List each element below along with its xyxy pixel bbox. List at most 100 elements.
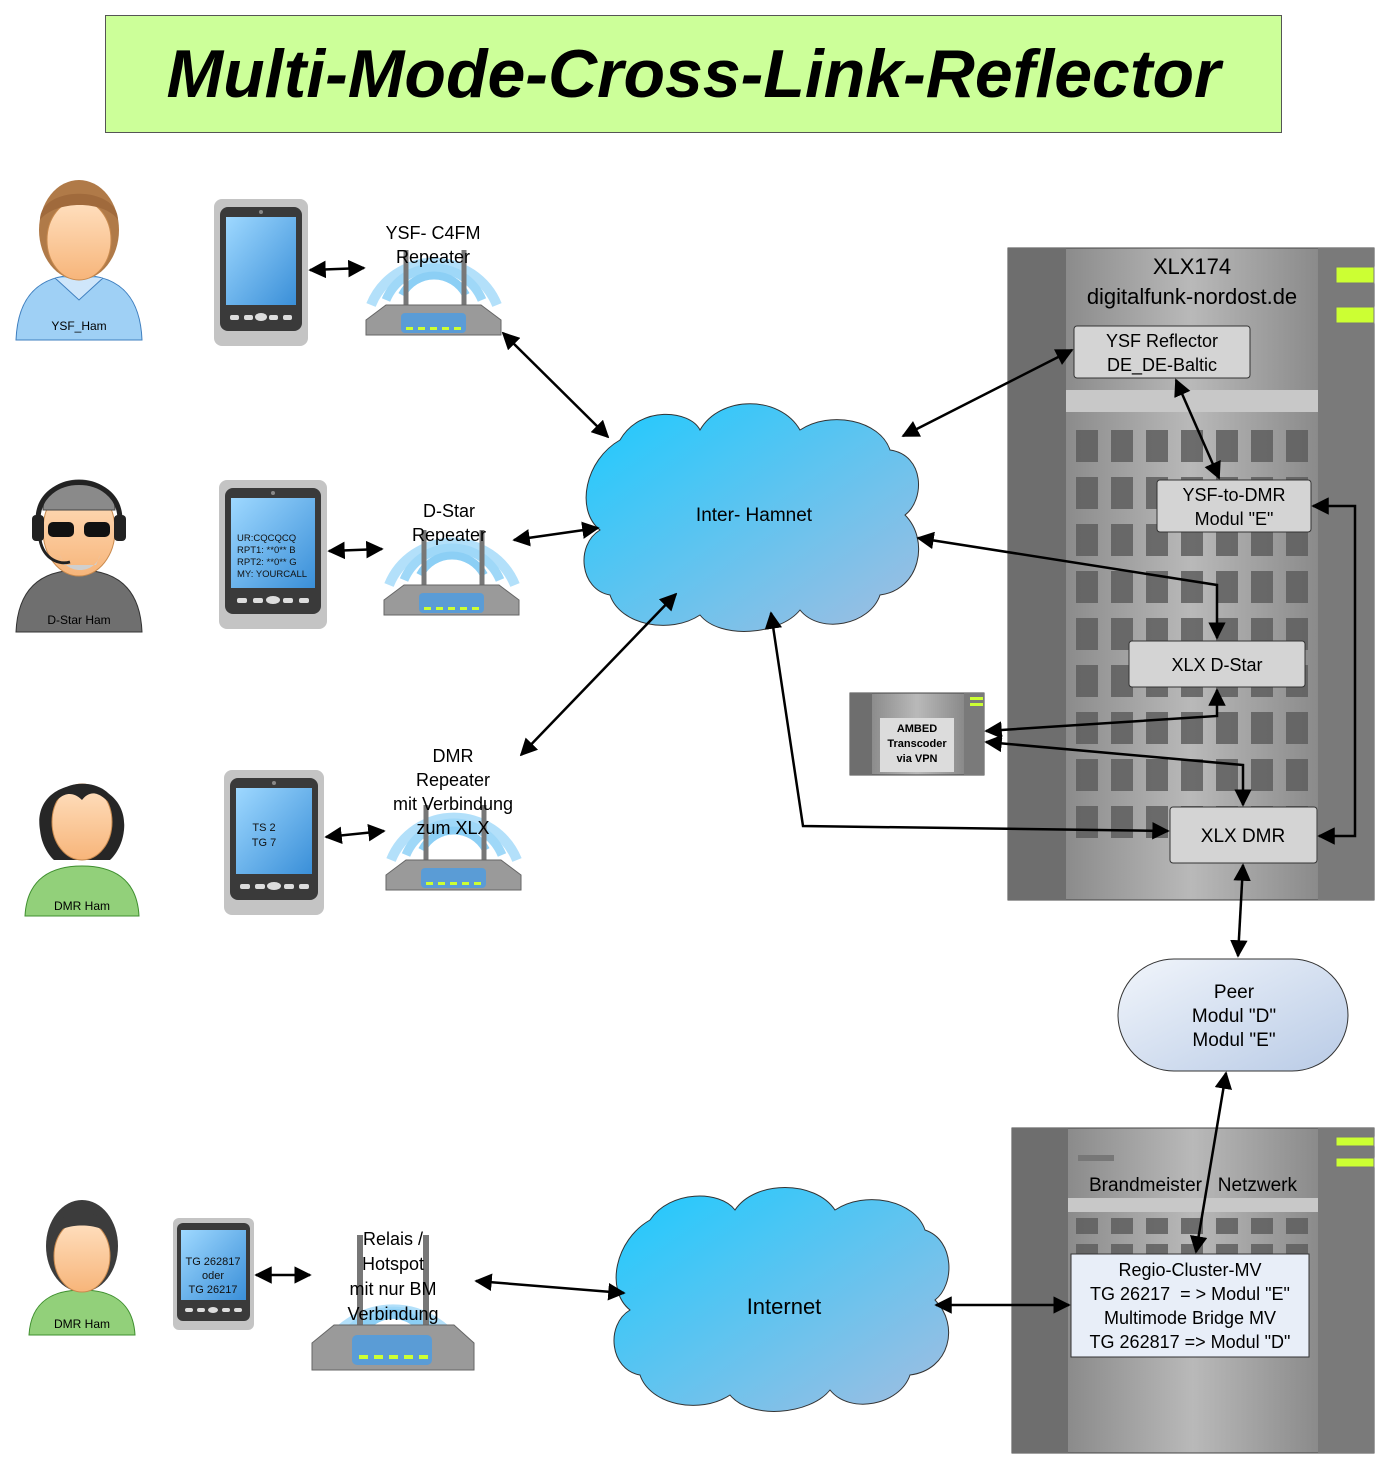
server-window xyxy=(1111,477,1133,509)
xlx-dmr-box: XLX DMR xyxy=(1169,806,1318,864)
dmr2-ham-user: DMR Ham xyxy=(28,1200,136,1336)
server-window xyxy=(1076,524,1098,556)
relais-line2: Hotspot xyxy=(362,1254,424,1274)
link-relais-internet xyxy=(474,1273,626,1301)
dmr2-screen-line1: TG 262817 xyxy=(185,1256,240,1268)
dmr-ham-user: DMR Ham xyxy=(24,783,140,917)
peer-line3: Modul "E" xyxy=(1192,1030,1275,1051)
ambed-line3: via VPN xyxy=(897,753,938,765)
ysf-repeater xyxy=(365,250,502,336)
dmr2-ham-label: DMR Ham xyxy=(54,1317,110,1331)
ysf-to-dmr-line1: YSF-to-DMR xyxy=(1183,485,1286,505)
dstar-repeater xyxy=(383,530,520,616)
status-led xyxy=(1335,1157,1375,1168)
server-window xyxy=(1251,430,1273,462)
server-window xyxy=(1286,1218,1308,1234)
server-window xyxy=(1251,712,1273,744)
link-ysf-phone-repeater xyxy=(308,259,366,279)
server-window xyxy=(1286,712,1308,744)
server-window xyxy=(1146,712,1168,744)
dstar-screen-line1: UR:CQCQCQ xyxy=(237,533,296,544)
dmr-repeater-line1: DMR xyxy=(433,746,474,766)
dmr2-handset: TG 262817 oder TG 26217 xyxy=(173,1218,254,1330)
relais-line4: Verbindung xyxy=(347,1304,438,1324)
server-window xyxy=(1076,759,1098,791)
server-window xyxy=(1216,1218,1238,1234)
dstar-ham-user: D-Star Ham xyxy=(15,479,143,633)
link-hamnet-ysf-reflector xyxy=(901,348,1074,438)
relais-hotspot xyxy=(311,1235,475,1371)
server-window xyxy=(1216,712,1238,744)
server-window xyxy=(1146,1218,1168,1234)
hamnet-cloud: Inter- Hamnet xyxy=(583,403,920,632)
link-ysf-reflector-ysf-to-dmr xyxy=(1174,378,1221,480)
status-led xyxy=(1335,266,1375,284)
internet-cloud: Internet xyxy=(613,1187,950,1412)
ambed-line2: Transcoder xyxy=(887,738,947,750)
dstar-screen-line4: MY: YOURCALL xyxy=(237,569,307,580)
server-window xyxy=(1111,712,1133,744)
relais-line1: Relais / xyxy=(363,1229,423,1249)
title-banner: Multi-Mode-Cross-Link-Reflector xyxy=(105,15,1282,133)
relais-line3: mit nur BM xyxy=(349,1279,436,1299)
server-window xyxy=(1076,665,1098,697)
dmr-ham-label: DMR Ham xyxy=(54,899,110,913)
internet-label: Internet xyxy=(747,1294,822,1319)
server-window xyxy=(1146,430,1168,462)
ysf-reflector-line1: YSF Reflector xyxy=(1106,331,1218,351)
ysf-ham-label: YSF_Ham xyxy=(51,319,106,333)
xlx-server-title: XLX174 xyxy=(1153,254,1231,279)
dstar-screen-line3: RPT2: **0** G xyxy=(237,557,297,568)
server-window xyxy=(1286,571,1308,603)
regio-cluster-box: Regio-Cluster-MV TG 26217 = > Modul "E" … xyxy=(1070,1253,1310,1358)
dmr-handset: TS 2 TG 7 xyxy=(224,770,324,915)
ambed-transcoder: AMBED Transcoder via VPN xyxy=(849,692,985,776)
server-window xyxy=(1111,759,1133,791)
dmr-screen-line2: TG 7 xyxy=(252,837,276,849)
server-window xyxy=(1146,806,1168,838)
server-window xyxy=(1076,1218,1098,1234)
link-xlx-dmr-peer xyxy=(1230,863,1251,958)
server-window xyxy=(1251,571,1273,603)
server-window xyxy=(1216,571,1238,603)
server-window xyxy=(1076,712,1098,744)
xlx-dmr-label: XLX DMR xyxy=(1201,826,1285,847)
server-window xyxy=(1076,430,1098,462)
ysf-repeater-line2: Repeater xyxy=(396,247,470,267)
dstar-handset: UR:CQCQCQ RPT1: **0** B RPT2: **0** G MY… xyxy=(219,480,327,629)
server-window xyxy=(1146,759,1168,791)
page-title: Multi-Mode-Cross-Link-Reflector xyxy=(166,36,1221,112)
server-window xyxy=(1111,571,1133,603)
server-window xyxy=(1181,759,1203,791)
server-window xyxy=(1111,806,1133,838)
dmr-repeater-line2: Repeater xyxy=(416,770,490,790)
server-window xyxy=(1076,806,1098,838)
ysf-to-dmr-line2: Modul "E" xyxy=(1195,509,1274,529)
regio-line4: TG 262817 => Modul "D" xyxy=(1090,1332,1291,1352)
link-ambed-xlx-dstar xyxy=(984,688,1226,739)
dmr-repeater-line4: zum XLX xyxy=(416,818,489,838)
dmr2-screen-line2: oder xyxy=(202,1270,224,1282)
link-dmr-repeater-hamnet xyxy=(519,592,678,757)
peer-node: Peer Modul "D" Modul "E" xyxy=(1117,958,1349,1072)
link-hamnet-xlx-dstar xyxy=(916,531,1226,640)
dstar-repeater-line1: D-Star xyxy=(423,501,475,521)
link-ysf-to-dmr-xlx-dmr xyxy=(1311,497,1357,845)
link-dstar-repeater-hamnet xyxy=(512,521,600,547)
regio-line1: Regio-Cluster-MV xyxy=(1118,1260,1261,1280)
server-window xyxy=(1111,524,1133,556)
connections xyxy=(254,259,1357,1314)
server-window xyxy=(1216,430,1238,462)
ysf-ham-user: YSF_Ham xyxy=(15,180,143,341)
xlx-dstar-label: XLX D-Star xyxy=(1171,655,1262,675)
dstar-screen-line2: RPT1: **0** B xyxy=(237,545,296,556)
link-dmr-phone-repeater xyxy=(324,823,386,845)
server-window xyxy=(1286,759,1308,791)
dmr-screen-line1: TS 2 xyxy=(252,822,275,834)
dstar-ham-label: D-Star Ham xyxy=(47,613,110,627)
server-window xyxy=(1286,430,1308,462)
ysf-handset xyxy=(214,199,308,346)
regio-line2: TG 26217 = > Modul "E" xyxy=(1090,1284,1290,1304)
link-hamnet-xlx-dmr xyxy=(764,611,1170,840)
